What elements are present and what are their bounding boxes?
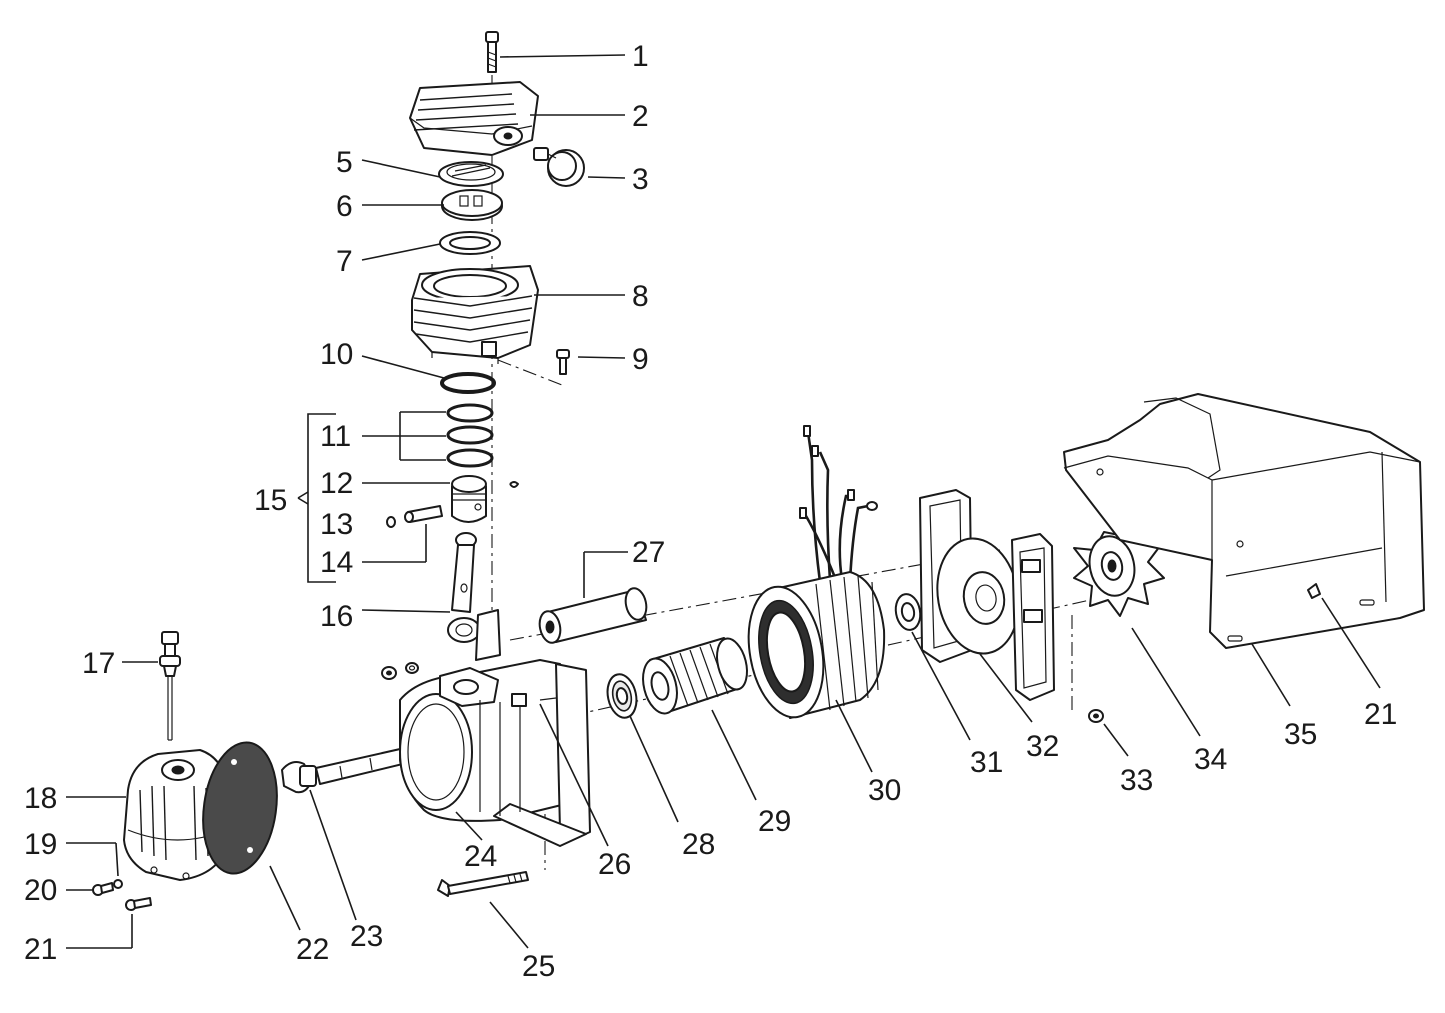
label-30: 30 [868,774,901,807]
label-5: 5 [336,146,353,179]
part-14-piston-pin [404,505,443,523]
label-9: 9 [632,343,649,376]
part-7-gasket [439,231,501,255]
label-26: 26 [598,848,631,881]
part-24-crankcase [399,659,591,847]
label-25: 25 [522,950,555,983]
label-22: 22 [296,933,329,966]
part-16-connecting-rod [447,532,501,661]
label-32: 32 [1026,730,1059,763]
label-29: 29 [758,805,791,838]
label-2: 2 [632,100,649,133]
part-17-dipstick [159,631,181,741]
part-1-bolt [485,31,499,73]
part-28-bearing [606,673,638,719]
label-17: 17 [82,647,115,680]
label-20: 20 [24,874,57,907]
part-labels: 1 2 3 5 6 7 8 9 10 11 12 13 14 15 16 17 … [24,40,1397,983]
part-10-o-ring [440,372,496,394]
part-3-valve [533,147,585,187]
label-27: 27 [632,536,665,569]
part-21-screw-lower [125,897,152,911]
part-5-gasket [438,161,504,187]
part-30-stator [747,425,886,719]
label-23: 23 [350,920,383,953]
leader-lines [66,54,1381,949]
label-28: 28 [682,828,715,861]
part-8-cylinder [411,265,539,364]
label-1: 1 [632,40,649,73]
part-11-piston-rings [446,403,494,468]
part-2-cylinder-head [409,81,539,156]
label-15: 15 [254,484,287,517]
part-35-shroud [1063,393,1425,649]
label-12: 12 [320,467,353,500]
label-10: 10 [320,338,353,371]
part-25-long-bolt [437,871,529,897]
part-nuts [381,662,419,680]
label-21-upper: 21 [1364,698,1397,731]
part-6-valve-plate [441,189,503,221]
part-12-piston [451,475,519,523]
label-19: 19 [24,828,57,861]
label-16: 16 [320,600,353,633]
label-3: 3 [632,163,649,196]
label-14: 14 [320,546,353,579]
label-35: 35 [1284,718,1317,751]
part-33-nut [1088,709,1104,723]
part-29-rotor [642,637,748,715]
label-11: 11 [320,420,351,453]
part-13-clip [386,516,396,528]
label-7: 7 [336,245,353,278]
label-18: 18 [24,782,57,815]
label-34: 34 [1194,743,1227,776]
label-24: 24 [464,840,497,873]
label-33: 33 [1120,764,1153,797]
label-31: 31 [970,746,1003,779]
part-27-sleeve [538,587,648,644]
part-31-bearing [894,593,922,631]
part-19-washer [113,879,123,889]
part-20-screw [92,882,114,896]
part-22-gasket [202,741,278,875]
label-13: 13 [320,508,353,541]
part-32-end-bracket [919,489,1055,701]
label-21-lower: 21 [24,933,57,966]
label-8: 8 [632,280,649,313]
label-6: 6 [336,190,353,223]
part-9-screw [556,349,570,375]
